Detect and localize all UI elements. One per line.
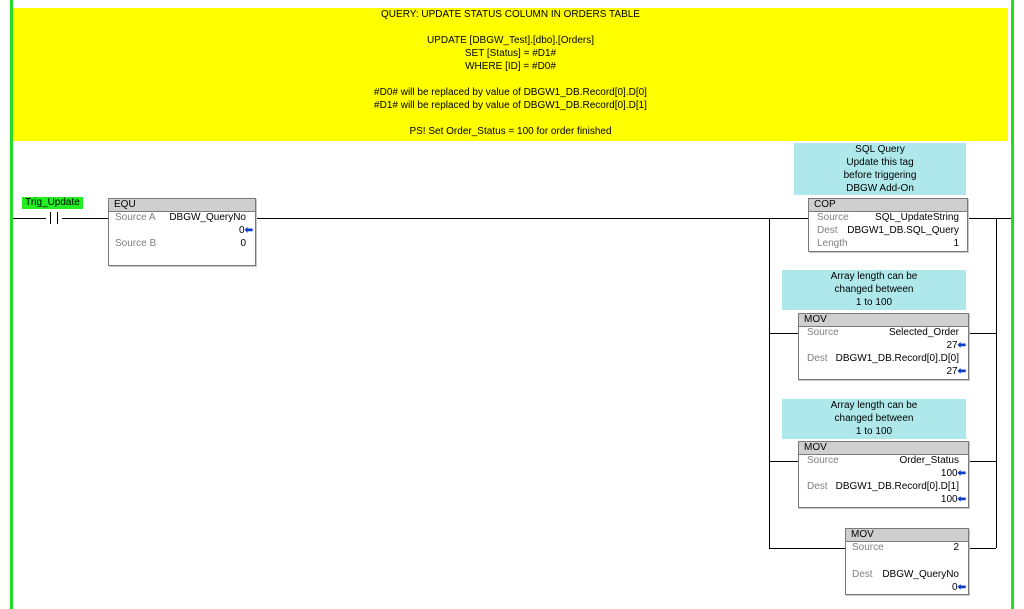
dest-tag[interactable]: DBGW_QueryNo — [882, 569, 959, 580]
left-power-rail — [10, 0, 13, 609]
note-line: SQL Query — [855, 144, 905, 155]
dest-label: Dest — [817, 225, 838, 236]
dest-tag[interactable]: DBGW1_DB.Record[0].D[0] — [835, 353, 959, 364]
xic-contact-icon[interactable] — [46, 211, 62, 225]
cop-instruction[interactable]: COP Source SQL_UpdateString Dest DBGW1_D… — [808, 198, 968, 252]
branch-wire — [769, 461, 798, 462]
note-line: Array length can be — [830, 400, 918, 411]
dest-value: 27⬅ — [946, 366, 966, 378]
comment-line — [13, 21, 1008, 34]
branch-wire — [769, 333, 798, 334]
source-a-tag[interactable]: DBGW_QueryNo — [169, 212, 246, 223]
comment-line: QUERY: UPDATE STATUS COLUMN IN ORDERS TA… — [381, 9, 640, 20]
branch-right-wire — [996, 218, 997, 548]
source-tag[interactable]: Selected_Order — [888, 327, 959, 338]
comment-line: SET [Status] = #D1# — [464, 48, 557, 59]
right-power-rail — [1011, 0, 1014, 609]
dest-value: 0⬅ — [952, 582, 966, 594]
value-arrow-icon: ⬅ — [957, 468, 966, 479]
value-text: 100 — [940, 494, 958, 505]
instruction-title: MOV — [799, 442, 968, 455]
note-line: Update this tag — [846, 157, 914, 168]
mov1-note[interactable]: Array length can be changed between 1 to… — [782, 270, 966, 310]
source-value[interactable]: SQL_UpdateString — [875, 212, 959, 223]
source-tag[interactable]: Order_Status — [899, 455, 959, 466]
note-line: changed between — [834, 284, 914, 295]
source-value: 100⬅ — [941, 468, 966, 480]
branch-wire — [968, 548, 996, 549]
comment-line — [13, 73, 1008, 86]
value-arrow-icon: ⬅ — [957, 366, 966, 377]
source-label: Source — [817, 212, 849, 223]
dest-tag[interactable]: DBGW1_DB.Record[0].D[1] — [835, 481, 959, 492]
comment-line: PS! Set Order_Status = 100 for order fin… — [409, 126, 612, 137]
rung-wire — [13, 218, 46, 219]
dest-label: Dest — [852, 569, 873, 580]
note-line: Array length can be — [830, 271, 918, 282]
source-label: Source — [807, 327, 839, 338]
length-label: Length — [817, 238, 848, 249]
note-line: 1 to 100 — [855, 426, 893, 437]
value-text: 0 — [952, 582, 958, 593]
source-value[interactable]: 2 — [953, 542, 959, 553]
source-b-value[interactable]: 0 — [240, 238, 246, 249]
value-arrow-icon: ⬅ — [957, 340, 966, 351]
branch-wire — [968, 333, 996, 334]
dest-value: 100⬅ — [941, 494, 966, 506]
mov-instruction-3[interactable]: MOV Source 2 Dest DBGW_QueryNo 0⬅ — [845, 528, 969, 595]
length-value[interactable]: 1 — [953, 238, 959, 249]
comment-line — [13, 112, 1008, 125]
equ-instruction[interactable]: EQU Source A DBGW_QueryNo 0⬅ Source B 0 — [108, 198, 256, 266]
value-text: 27 — [946, 340, 958, 351]
mov-instruction-1[interactable]: MOV Source Selected_Order 27⬅ Dest DBGW1… — [798, 313, 969, 380]
source-label: Source — [807, 455, 839, 466]
rung-wire — [254, 218, 808, 219]
contact-tag-label[interactable]: Trig_Update — [22, 197, 83, 209]
instruction-title: COP — [809, 199, 967, 212]
source-a-value: 0⬅ — [239, 225, 253, 237]
value-text: 0 — [239, 225, 245, 236]
instruction-title: MOV — [799, 314, 968, 327]
rung-wire — [62, 218, 108, 219]
source-b-label: Source B — [115, 238, 157, 249]
note-line: DBGW Add-On — [846, 183, 914, 194]
value-text: 100 — [940, 468, 958, 479]
comment-line: WHERE [ID] = #D0# — [465, 61, 556, 72]
value-arrow-icon: ⬅ — [957, 582, 966, 593]
dest-value[interactable]: DBGW1_DB.SQL_Query — [847, 225, 959, 236]
source-label: Source — [852, 542, 884, 553]
source-value: 27⬅ — [946, 340, 966, 352]
value-arrow-icon: ⬅ — [957, 494, 966, 505]
branch-left-wire — [769, 218, 770, 548]
dest-label: Dest — [807, 481, 828, 492]
branch-wire — [968, 461, 996, 462]
source-a-label: Source A — [115, 212, 156, 223]
note-line: 1 to 100 — [855, 297, 893, 308]
rung-comment[interactable]: QUERY: UPDATE STATUS COLUMN IN ORDERS TA… — [13, 8, 1008, 141]
instruction-title: EQU — [109, 199, 255, 212]
value-arrow-icon: ⬅ — [244, 225, 253, 236]
cop-note[interactable]: SQL Query Update this tag before trigger… — [794, 143, 966, 195]
mov2-note[interactable]: Array length can be changed between 1 to… — [782, 399, 966, 439]
value-text: 27 — [946, 366, 958, 377]
comment-line: #D0# will be replaced by value of DBGW1_… — [374, 87, 647, 98]
rung-wire — [967, 218, 1011, 219]
comment-line: #D1# will be replaced by value of DBGW1_… — [374, 100, 647, 111]
note-line: before triggering — [843, 170, 917, 181]
comment-line: UPDATE [DBGW_Test].[dbo].[Orders] — [426, 35, 595, 46]
dest-label: Dest — [807, 353, 828, 364]
instruction-title: MOV — [846, 529, 968, 542]
branch-wire — [769, 548, 845, 549]
note-line: changed between — [834, 413, 914, 424]
mov-instruction-2[interactable]: MOV Source Order_Status 100⬅ Dest DBGW1_… — [798, 441, 969, 508]
